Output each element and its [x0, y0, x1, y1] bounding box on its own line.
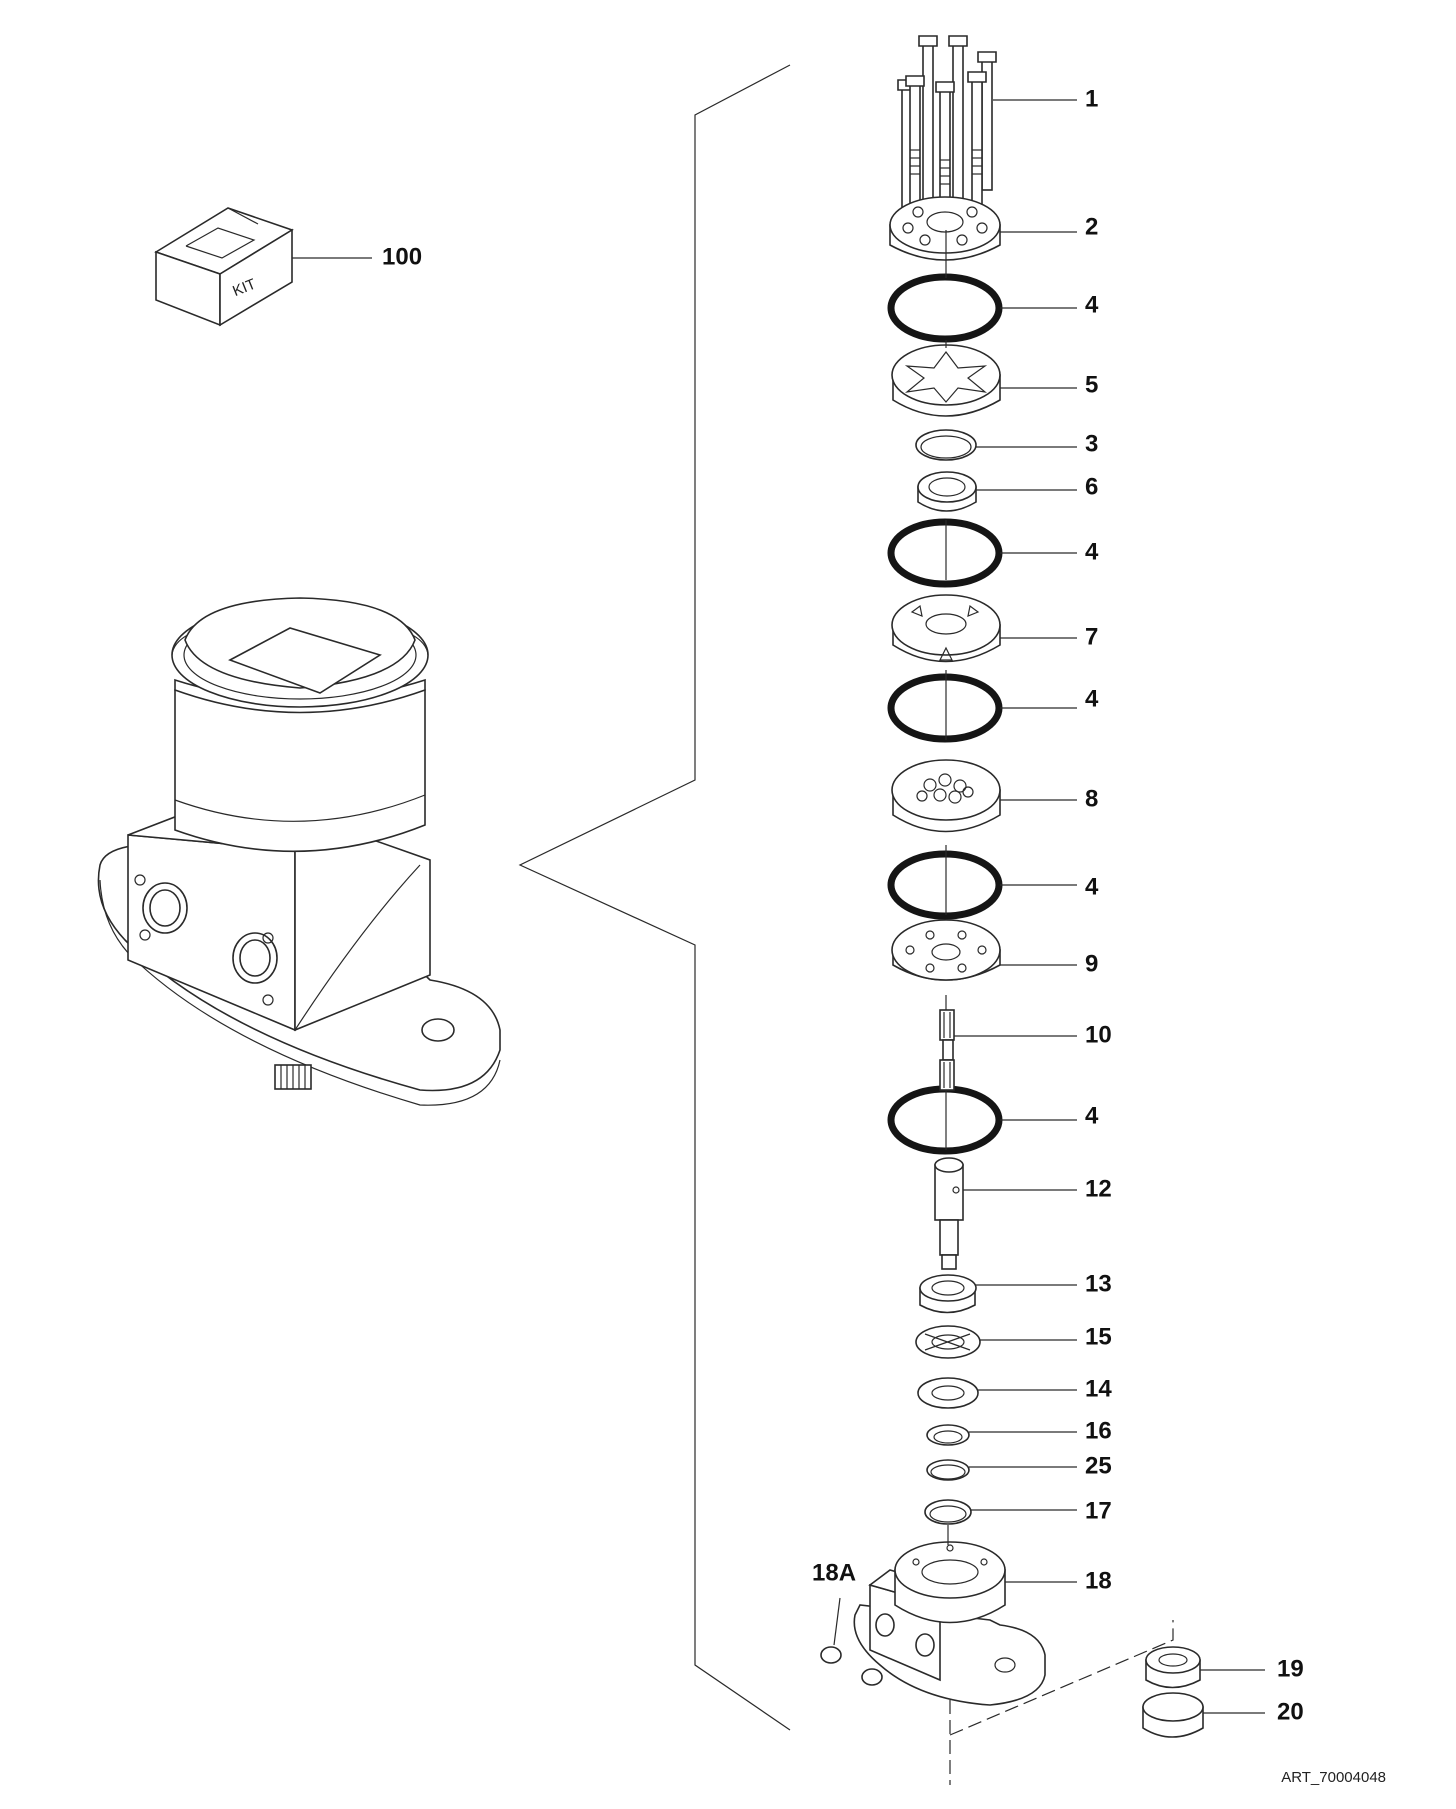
callout-20: 20	[1277, 1698, 1304, 1725]
dashed-axis	[949, 1620, 1174, 1785]
callout-4: 4	[1085, 538, 1099, 565]
callout-8: 8	[1085, 785, 1098, 812]
callout-4: 4	[1085, 1102, 1099, 1129]
part-gerotor	[891, 344, 1001, 417]
callout-6: 6	[1085, 473, 1098, 500]
callout-100: 100	[382, 243, 422, 270]
callout-18: 18	[1085, 1567, 1112, 1594]
part-port-orings	[820, 1646, 883, 1686]
callout-4: 4	[1085, 873, 1099, 900]
part-bearing-19	[1145, 1646, 1201, 1689]
part-cap-20	[1142, 1692, 1204, 1738]
part-ring-25	[926, 1459, 970, 1481]
part-wear-plate	[891, 919, 1001, 981]
callout-16: 16	[1085, 1417, 1112, 1444]
part-rotor	[891, 759, 1001, 833]
callout-13: 13	[1085, 1270, 1112, 1297]
part-end-cap	[889, 196, 1001, 261]
callout-10: 10	[1085, 1021, 1112, 1048]
part-thrust-washer	[915, 1325, 981, 1359]
part-seal	[926, 1424, 970, 1446]
explode-bracket	[518, 64, 791, 1731]
part-bearing-13	[919, 1274, 977, 1314]
art-number: ART_70004048	[1281, 1769, 1386, 1786]
callout-9: 9	[1085, 950, 1098, 977]
part-small-ring	[915, 429, 977, 461]
part-drive-link	[939, 1009, 955, 1091]
part-housing	[853, 1541, 1046, 1706]
callout-3: 3	[1085, 430, 1098, 457]
callout-labels: 1 2 4 5 3 6 4 7 4 8 4 9 10 4 12 13 15 14…	[382, 85, 1304, 1725]
part-washer	[917, 1377, 979, 1409]
callout-7: 7	[1085, 623, 1098, 650]
callout-15: 15	[1085, 1323, 1112, 1350]
callout-2: 2	[1085, 213, 1098, 240]
part-output-shaft	[934, 1157, 964, 1270]
assembled-motor	[97, 597, 501, 1106]
callout-5: 5	[1085, 371, 1098, 398]
callout-4: 4	[1085, 291, 1099, 318]
motor-shaft	[274, 1064, 312, 1090]
callout-18a: 18A	[812, 1559, 856, 1586]
callout-1: 1	[1085, 85, 1098, 112]
part-bolts	[897, 35, 997, 225]
callout-19: 19	[1277, 1655, 1304, 1682]
part-valve-plate	[891, 594, 1001, 663]
leader-lines	[292, 99, 1265, 1714]
part-oring-3	[887, 673, 1003, 743]
part-seal-17	[924, 1499, 972, 1525]
callout-4: 4	[1085, 685, 1099, 712]
callout-14: 14	[1085, 1375, 1112, 1402]
part-oring-4	[887, 850, 1003, 920]
part-bearing-6	[917, 471, 977, 512]
callout-25: 25	[1085, 1452, 1112, 1479]
part-oring-1	[887, 273, 1003, 343]
callout-17: 17	[1085, 1497, 1112, 1524]
kit-box: KIT	[154, 207, 294, 327]
part-oring-2	[887, 518, 1003, 588]
assembly-axis	[945, 230, 949, 1545]
part-oring-5	[887, 1085, 1003, 1155]
callout-12: 12	[1085, 1175, 1112, 1202]
